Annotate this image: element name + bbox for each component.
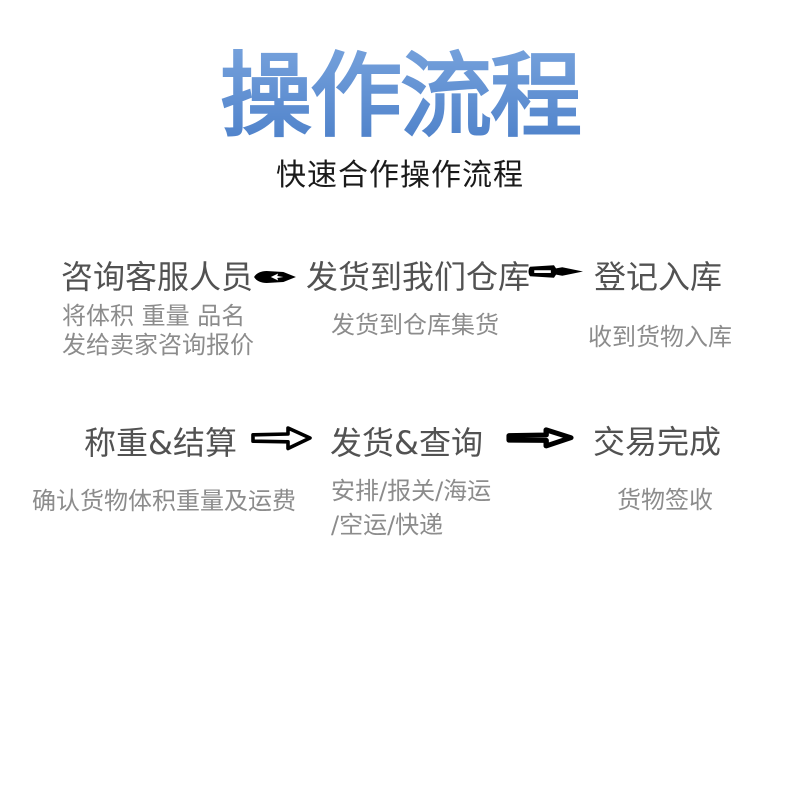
note-line: 发给卖家咨询报价 [62, 331, 254, 359]
step-label-weigh-settle: 称重&结算 [84, 424, 237, 462]
step-note-ship-to-warehouse: 发货到仓库集货 [331, 311, 499, 339]
note-line: 将体积 重量 品名 [62, 302, 246, 330]
step-note-weigh-settle: 确认货物体积重量及运费 [32, 487, 296, 515]
arrow-right-icon [252, 266, 298, 288]
step-note-ship-track: 安排/报关/海运 /空运/快递 [331, 474, 491, 542]
arrow-right-icon [250, 425, 313, 451]
step-label-register-inbound: 登记入库 [594, 258, 723, 296]
step-note-register-inbound: 收到货物入库 [588, 323, 732, 351]
step-label-transaction-complete: 交易完成 [593, 423, 722, 461]
arrow-right-icon [505, 426, 575, 449]
page-title: 操作流程 [0, 22, 800, 155]
step-label-ship-track: 发货&查询 [330, 424, 483, 462]
arrow-right-icon [527, 261, 583, 282]
note-line: /空运/快递 [331, 511, 444, 539]
step-label-consult-service: 咨询客服人员 [61, 258, 254, 296]
note-line: 安排/报关/海运 [331, 477, 492, 505]
step-note-consult-service: 将体积 重量 品名 发给卖家咨询报价 [62, 302, 254, 360]
step-label-ship-to-warehouse: 发货到我们仓库 [306, 258, 531, 296]
step-note-transaction-complete: 货物签收 [617, 486, 713, 514]
page-subtitle: 快速合作操作流程 [276, 158, 524, 193]
